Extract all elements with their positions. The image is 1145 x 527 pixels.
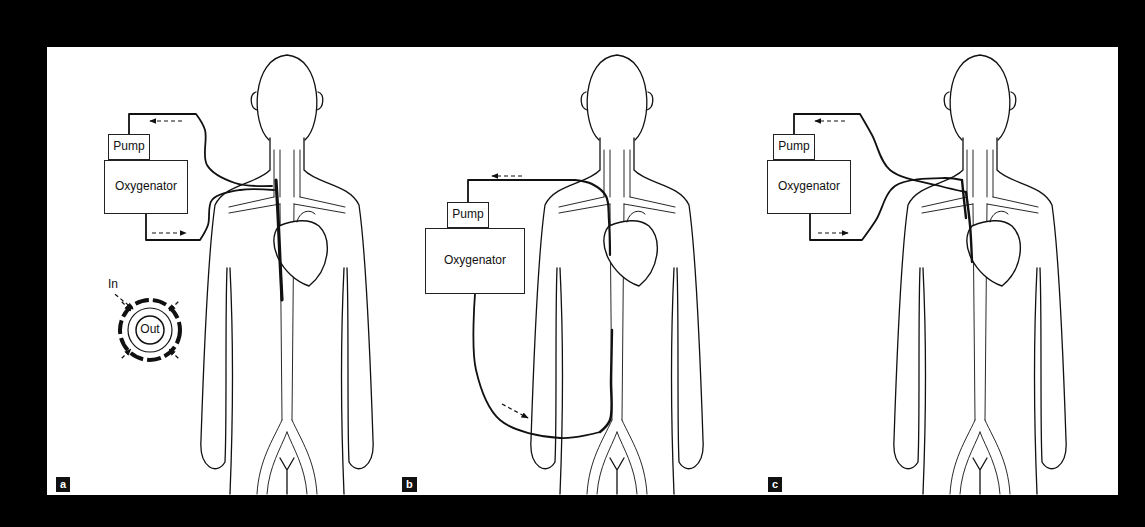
panel-letter: b [402,477,417,492]
ear [251,92,257,110]
circuit-tube [810,214,862,240]
iliac-vein [257,420,287,494]
torso-side [923,268,925,494]
iliac-vein [980,420,1010,494]
node-text: Pump [113,140,144,153]
ear [581,92,587,110]
flow-arrow [152,232,186,233]
body-outline [304,138,373,469]
outflow-lumen-circle: Out [135,315,165,345]
node-text: Pump [452,208,483,221]
pump-box: Pump [447,202,489,228]
heart [604,221,657,286]
iliac-vein [950,420,980,494]
subclavian-vein [229,197,280,213]
panel-letter: a [56,477,70,492]
outflow-lumen [136,316,164,344]
oxygenator-box: Oxygenator [767,160,851,214]
crotch-line [610,458,624,494]
human-figure [531,55,703,494]
body-outline [634,138,703,469]
flow-arrow [502,404,528,418]
oxygenator-box: Oxygenator [425,228,525,294]
subclavian-vein [559,197,610,213]
torso-side [672,268,674,494]
torso-side [342,268,344,494]
body-outline [997,138,1066,469]
circuit-tube [200,189,274,240]
crotch-line [280,458,294,494]
flow-arrow [492,175,522,176]
heart-vessel [297,211,315,222]
flow-arrow [115,294,133,309]
dual-lumen-cannula [276,180,282,300]
ear [317,92,323,110]
torso-side [1035,268,1037,494]
torso-side [230,268,232,494]
head-outline [587,55,647,140]
heart-vessel [990,211,1008,222]
flow-arrow [818,232,848,233]
jugular-vein [294,150,300,197]
human-figure [894,55,1066,494]
node-text: Oxygenator [115,180,177,193]
circuit-tube [468,180,575,202]
panel-letter: c [768,477,782,492]
crotch-line [973,458,987,494]
head-outline [257,55,317,140]
arterial-cannula [962,180,966,218]
circuit-tube [794,114,860,134]
jugular-vein [624,150,630,197]
pump-box: Pump [773,134,815,160]
flow-arrow [169,349,178,358]
ear [1010,92,1016,110]
circuit-tube [129,114,196,134]
subclavian-vein [294,197,345,213]
cannula-wall [120,300,180,360]
ear [647,92,653,110]
circuit-tube [146,214,200,240]
subclavian-vein [987,197,1038,213]
circuit-tube [473,294,600,438]
head-outline [950,55,1010,140]
subclavian-vein [624,197,675,213]
body-outline [531,138,600,469]
jugular-vein [967,150,973,197]
panel-ground [47,47,1118,495]
heart-vessel [627,211,645,222]
node-text: Pump [778,140,809,153]
oxygenator-box: Oxygenator [104,160,188,214]
circuit-tube [196,114,272,186]
flow-arrow [150,120,182,121]
node-text: Oxygenator [778,180,840,193]
iliac-vein [287,420,317,494]
inflow-label: In [108,278,118,291]
body-outline [894,138,963,469]
pump-box: Pump [108,134,150,160]
femoral-cannula [600,330,612,432]
inner-lumen-wall [128,308,172,352]
human-figure [201,55,373,494]
heart [967,221,1020,286]
circuit-tube [862,178,962,240]
jugular-cannula [575,180,610,255]
torso-side [560,268,562,494]
flow-arrow [169,302,178,311]
jugular-vein [604,150,610,197]
flow-arrow [122,349,131,358]
venous-cannula [966,192,972,262]
ear [944,92,950,110]
iliac-vein [617,420,647,494]
node-text: Oxygenator [444,254,506,267]
jugular-vein [987,150,993,197]
node-text: Out [140,323,159,336]
flow-arrow [815,120,845,121]
body-outline [201,138,270,469]
